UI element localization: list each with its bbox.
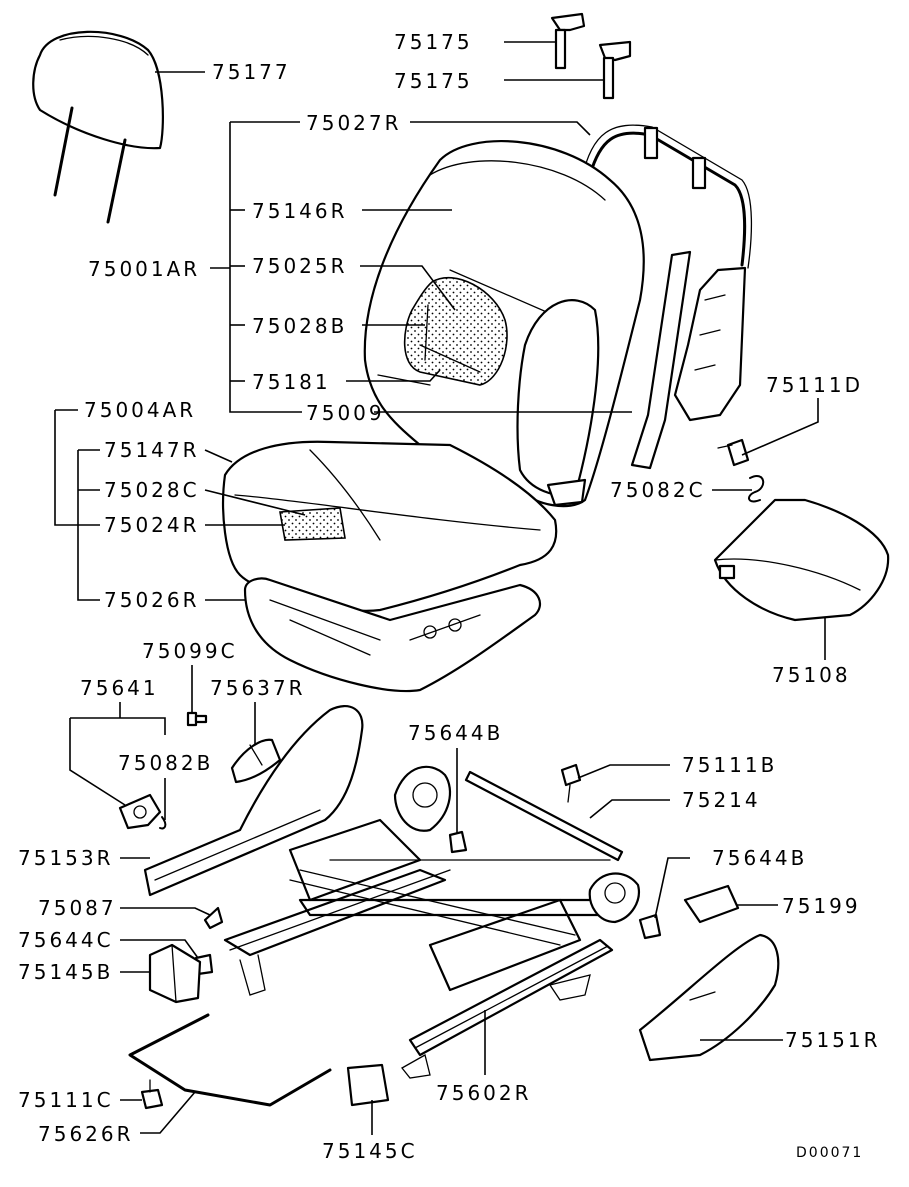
- label-75177: 75177: [212, 60, 291, 84]
- wire-75626R: [128, 1013, 332, 1107]
- label-75024R: 75024R: [104, 513, 200, 537]
- label-75108: 75108: [772, 663, 851, 687]
- label-75644B-lower: 75644B: [712, 846, 807, 870]
- torsion-bar: [464, 770, 624, 862]
- label-75151R: 75151R: [785, 1028, 881, 1052]
- label-75175-upper: 75175: [394, 30, 473, 54]
- label-75025R: 75025R: [252, 254, 348, 278]
- label-75641: 75641: [80, 676, 159, 700]
- label-75028C: 75028C: [104, 478, 200, 502]
- headrest-guide-upper: [550, 12, 586, 70]
- label-75111D: 75111D: [766, 373, 863, 397]
- seatback-frame: [581, 124, 753, 470]
- label-75026R: 75026R: [104, 588, 200, 612]
- cover-75145B: [148, 943, 202, 1004]
- nut-75087: [203, 906, 224, 930]
- label-75145B: 75145B: [18, 960, 113, 984]
- label-75087: 75087: [38, 896, 117, 920]
- bolt-75111B: [560, 763, 582, 803]
- label-75001AR: 75001AR: [88, 257, 200, 281]
- clip-75644B-upper: [448, 830, 468, 854]
- label-75146R: 75146R: [252, 199, 348, 223]
- label-75009: 75009: [306, 401, 385, 425]
- label-75602R: 75602R: [436, 1081, 532, 1105]
- label-75145C: 75145C: [322, 1139, 418, 1163]
- headrest-guide-lower: [598, 40, 632, 100]
- label-75004AR: 75004AR: [84, 398, 196, 422]
- recliner-lever: [230, 738, 282, 784]
- label-75099C: 75099C: [142, 639, 238, 663]
- drawing-code: D00071: [796, 1145, 863, 1161]
- adjuster-knob: [118, 793, 167, 830]
- cover-75145C: [346, 1063, 390, 1107]
- seat-pan: [243, 577, 542, 693]
- bolt-75111D: [717, 438, 750, 467]
- label-75147R: 75147R: [104, 438, 200, 462]
- seat-frame: [223, 765, 640, 1079]
- headrest: [32, 30, 164, 224]
- cover-75199: [683, 884, 740, 924]
- label-75027R: 75027R: [306, 111, 402, 135]
- label-75199: 75199: [782, 894, 861, 918]
- label-75644B-upper: 75644B: [408, 721, 503, 745]
- part-labels: 75175 75175 75177 75027R 75146R 75001AR …: [18, 30, 881, 1163]
- label-75214: 75214: [682, 788, 761, 812]
- label-75111C: 75111C: [18, 1088, 114, 1112]
- shield-75151R: [638, 933, 780, 1062]
- label-75153R: 75153R: [18, 846, 114, 870]
- label-75175-lower: 75175: [394, 69, 473, 93]
- label-75637R: 75637R: [210, 676, 306, 700]
- label-75626R: 75626R: [38, 1122, 134, 1146]
- seatback-lumbar-pad: [403, 276, 508, 386]
- label-75644C: 75644C: [18, 928, 114, 952]
- label-75181: 75181: [252, 370, 331, 394]
- clip-75644B-lower: [638, 913, 662, 940]
- leader-lines: [54, 41, 826, 1135]
- label-75082B: 75082B: [118, 751, 213, 775]
- seat-cushion: [222, 440, 558, 612]
- bolt-75099C: [186, 711, 208, 727]
- outer-side-cover: [143, 704, 364, 897]
- label-75111B: 75111B: [682, 753, 777, 777]
- label-75028B: 75028B: [252, 314, 347, 338]
- label-75082C: 75082C: [610, 478, 706, 502]
- bolt-75111C: [140, 1079, 164, 1110]
- side-trim-cover: [713, 498, 890, 622]
- clip-75082C: [748, 475, 765, 503]
